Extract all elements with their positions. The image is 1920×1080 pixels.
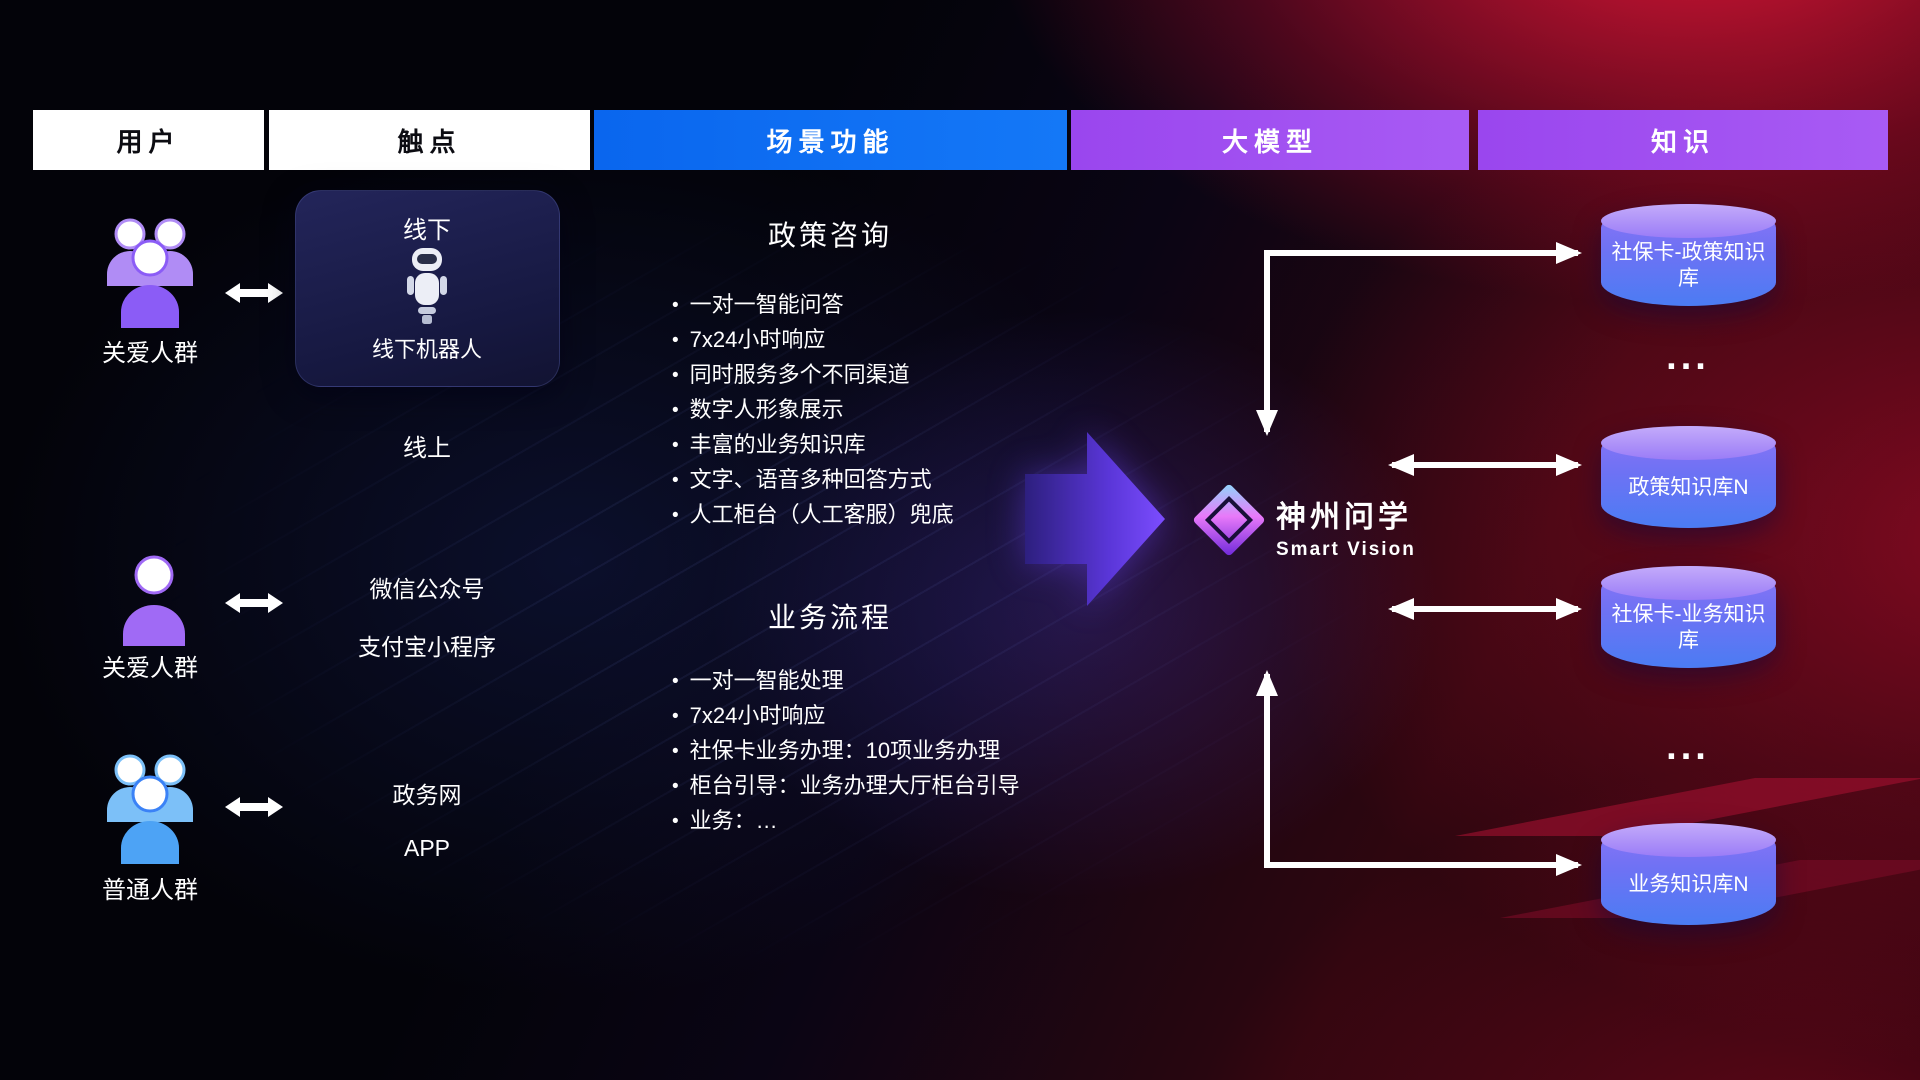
flow-arrow-icon	[1025, 432, 1165, 606]
policy-bullet-list: 一对一智能问答 7x24小时响应 同时服务多个不同渠道 数字人形象展示 丰富的业…	[672, 288, 954, 533]
user-label-care-group-2: 关爱人群	[102, 655, 198, 682]
touchpoint-gov-web: 政务网	[392, 782, 462, 808]
touchpoint-alipay: 支付宝小程序	[358, 634, 496, 660]
business-bullet-list: 一对一智能处理 7x24小时响应 社保卡业务办理：10项业务办理 柜台引导：业务…	[672, 664, 1020, 839]
column-header-scenario: 场景功能	[594, 110, 1067, 170]
ellipsis-more-databases: ...	[1666, 726, 1710, 768]
online-title: 线上	[403, 435, 451, 462]
policy-bullet: 一对一智能问答	[672, 288, 954, 323]
business-bullet: 7x24小时响应	[672, 699, 1020, 734]
column-header-touchpoint: 触点	[269, 110, 590, 170]
column-header-knowledge: 知识	[1478, 110, 1888, 170]
double-arrow-icon	[225, 283, 283, 303]
policy-bullet: 数字人形象展示	[672, 393, 954, 428]
database-cylinder-business-n: 业务知识库N	[1601, 823, 1776, 925]
policy-bullet: 7x24小时响应	[672, 323, 954, 358]
scenario-title-business: 业务流程	[767, 602, 893, 633]
policy-bullet: 丰富的业务知识库	[672, 428, 954, 463]
business-bullet: 一对一智能处理	[672, 664, 1020, 699]
model-logo-text: 神州问学 Smart Vision	[1276, 492, 1416, 561]
column-header-users-label: 用户	[116, 126, 181, 157]
business-bullet: 业务：…	[672, 804, 1020, 839]
touchpoint-wechat: 微信公众号	[369, 576, 485, 602]
database-cylinder-business-sscard: 社保卡-业务知识库	[1601, 566, 1776, 668]
smart-vision-logo-icon	[1193, 484, 1265, 556]
double-arrow-icon	[225, 593, 283, 613]
business-bullet: 柜台引导：业务办理大厅柜台引导	[672, 769, 1020, 804]
database-label: 业务知识库N	[1628, 872, 1749, 896]
column-header-model: 大模型	[1071, 110, 1469, 170]
column-header-touchpoint-label: 触点	[397, 126, 462, 157]
column-header-model-label: 大模型	[1221, 126, 1318, 157]
model-subtitle: Smart Vision	[1276, 539, 1416, 560]
database-cylinder-policy-n: 政策知识库N	[1601, 426, 1776, 528]
touchpoint-app: APP	[403, 835, 451, 861]
group-people-purple-icon	[107, 218, 193, 328]
offline-robot-label: 线下机器人	[371, 337, 483, 362]
database-label: 社保卡-政策知识库	[1611, 240, 1766, 290]
scenario-title-policy: 政策咨询	[767, 220, 893, 251]
model-name: 神州问学	[1276, 501, 1412, 534]
policy-bullet: 同时服务多个不同渠道	[672, 358, 954, 393]
policy-bullet: 人工柜台（人工客服）兜底	[672, 498, 954, 533]
single-person-purple-icon	[123, 555, 185, 646]
double-arrow-icon	[225, 797, 283, 817]
database-label: 政策知识库N	[1628, 475, 1749, 499]
robot-icon	[407, 248, 447, 324]
ellipsis-more-databases: ...	[1666, 336, 1710, 378]
database-cylinder-policy-sscard: 社保卡-政策知识库	[1601, 204, 1776, 306]
policy-bullet: 文字、语音多种回答方式	[672, 463, 954, 498]
column-header-users: 用户	[33, 110, 264, 170]
user-label-ordinary-group: 普通人群	[102, 877, 198, 904]
database-label: 社保卡-业务知识库	[1611, 602, 1766, 652]
user-label-care-group-1: 关爱人群	[102, 340, 198, 367]
column-header-scenario-label: 场景功能	[766, 126, 895, 157]
offline-title: 线下	[403, 217, 451, 244]
business-bullet: 社保卡业务办理：10项业务办理	[672, 734, 1020, 769]
group-people-blue-icon	[107, 754, 193, 864]
column-header-knowledge-label: 知识	[1650, 126, 1715, 157]
